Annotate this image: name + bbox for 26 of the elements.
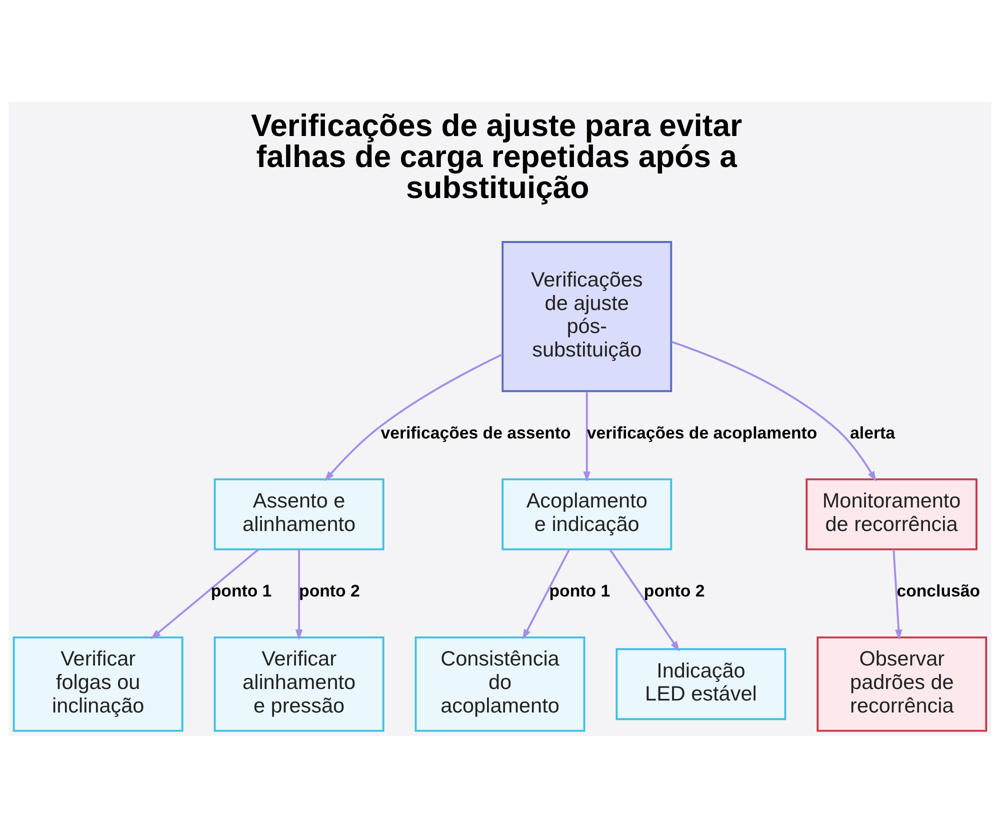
edge-label: alerta xyxy=(850,423,896,442)
edge-label: ponto 2 xyxy=(644,581,705,600)
node-box: Assento e alinhamento xyxy=(214,478,384,550)
arrow xyxy=(671,340,876,482)
arrow xyxy=(609,548,680,652)
edge-label: ponto 2 xyxy=(299,581,360,600)
edge-label: conclusão xyxy=(896,581,980,600)
node-box: Consistência do acoplamento xyxy=(414,636,586,732)
node-box: Verificações de ajuste pós-substituição xyxy=(502,241,672,392)
arrow xyxy=(324,354,503,482)
node-box: Monitoramento de recorrência xyxy=(806,478,978,550)
arrow xyxy=(892,549,902,640)
edge-label: verificações de acoplamento xyxy=(586,423,818,442)
arrow xyxy=(583,392,590,482)
arrow xyxy=(522,549,570,640)
arrow xyxy=(295,549,303,640)
node-box: Acoplamento e indicação xyxy=(502,478,672,550)
node-box: Verificar folgas ou inclinação xyxy=(12,636,184,732)
arrow xyxy=(150,548,259,640)
edge-label: verificações de assento xyxy=(380,423,571,442)
diagram-title: Verificações de ajuste para evitar falhas de carga repetidas após a substituição xyxy=(251,108,742,206)
node-box: Indicação LED estável xyxy=(616,648,786,720)
node-box: Observar padrões de recorrência xyxy=(816,636,988,732)
edge-label: ponto 1 xyxy=(210,581,272,600)
edge-label: ponto 1 xyxy=(549,581,610,600)
node-box: Verificar alinhamento e pressão xyxy=(214,636,384,732)
